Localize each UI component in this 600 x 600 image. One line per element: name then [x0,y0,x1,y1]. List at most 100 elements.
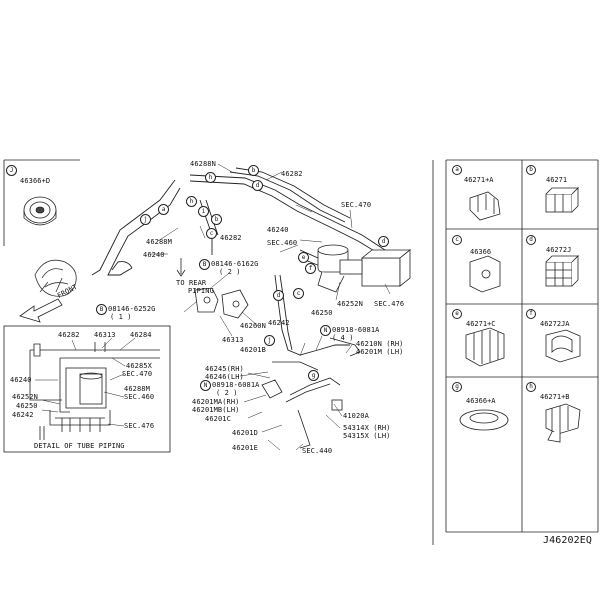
label-46260N: 46260N [240,322,266,330]
label-sec460: SEC.460 [267,239,298,247]
detail-label-sec460: SEC.460 [124,393,155,401]
clip-part-46271-A: 46271+A [464,176,494,184]
brake-caliper-area [261,337,361,449]
detail-label-46282: 46282 [58,331,80,339]
bolt-callout-2: B [96,304,107,315]
clip-circle-f: f [526,309,536,319]
detail-label-46242: 46242 [12,411,34,419]
callout-f-1: f [305,263,316,274]
label-bolt-qty-2: ( 2 ) [219,268,241,276]
label-bolt-08146-6162G: 08146-6162G [211,260,259,268]
left-part-number: 46366+D [20,177,51,185]
label-46210N-rh: 46210N (RH) [356,340,404,348]
callout-d-1: d [252,180,263,191]
clip-drawings [459,187,581,443]
label-46288N: 46288N [190,160,216,168]
clip-circle-c: c [452,235,462,245]
label-nut-qty-4: ( 4 ) [332,334,354,342]
detail-label-46240: 46240 [10,376,32,384]
label-46201D: 46201D [232,429,258,437]
callout-g-1: g [308,370,319,381]
leader-lines [150,163,391,451]
label-46201MB-lh: 46201MB(LH) [192,406,240,414]
label-46201B: 46201B [240,346,266,354]
left-part-frame [3,159,80,246]
callout-e-1: e [298,252,309,263]
clip-grid-lines [445,159,599,533]
label-bolt-qty-1: ( 1 ) [110,313,132,321]
label-sec476: SEC.476 [374,300,405,308]
label-46246-lh: 46246(LH) [205,373,244,381]
detail-label-46285X: 46285X [126,362,152,370]
clip-circle-b: b [526,165,536,175]
label-46201E: 46201E [232,444,258,452]
label-46282-top: 46282 [281,170,303,178]
callout-j-1: j [140,214,151,225]
detail-label-sec470: SEC.470 [122,370,153,378]
callout-j-2: j [264,335,275,346]
detail-box [3,325,171,453]
label-46201C: 46201C [205,415,231,423]
bracket-46260N [194,287,249,319]
label-nut-08918-6081A-2: 08918-6081A [212,381,260,389]
callout-c-1: c [206,228,217,239]
clip-part-46271-C: 46271+C [466,320,496,328]
callout-d-2: d [378,236,389,247]
clip-circle-a: a [452,165,462,175]
clip-circle-e: e [452,309,462,319]
abs-actuator [317,244,412,293]
label-41020A: 41020A [343,412,369,420]
callout-c-2: c [293,288,304,299]
label-bolt-08146-6252G: 08146-6252G [108,305,156,313]
label-46250: 46250 [311,309,333,317]
label-46313: 46313 [222,336,244,344]
clip-part-46366-A: 46366+A [466,397,496,405]
label-nut-qty-2: ( 2 ) [216,389,238,397]
detail-label-sec476: SEC.476 [124,422,155,430]
callout-d-3: d [273,290,284,301]
detail-label-46288M: 46288M [124,385,150,393]
label-46201M-lh: 46201M (LH) [356,348,404,356]
clip-part-46272J: 46272J [546,246,572,254]
clip-circle-g: g [452,382,462,392]
detail-title: DETAIL OF TUBE PIPING [34,442,125,450]
label-nut-08918-6081A-1: 08918-6081A [332,326,380,334]
clip-part-46272JA: 46272JA [540,320,570,328]
callout-h-2: h [186,196,197,207]
detail-label-46313: 46313 [94,331,116,339]
clip-part-46271: 46271 [546,176,568,184]
clip-circle-d: d [526,235,536,245]
label-46245-rh: 46245(RH) [205,365,244,373]
clip-part-46366: 46366 [470,248,492,256]
diagram-code: J46202EQ [543,535,592,546]
callout-i-1: i [198,206,209,217]
front-arrow [19,298,63,323]
callout-b-2: b [211,214,222,225]
wheel-house-sketch [34,259,77,297]
left-part-circle: J [6,165,17,176]
label-46201MA-rh: 46201MA(RH) [192,398,240,406]
callout-h-1: h [205,172,216,183]
rear-label-line1: TO REAR [176,279,207,287]
detail-label-46252N: 46252N [12,393,38,401]
label-sec440: SEC.440 [302,447,333,455]
label-54315X-lh: 54315X (LH) [343,432,391,440]
label-46242: 46242 [268,319,290,327]
rear-label-line2: PIPING [188,287,214,295]
detail-label-46250: 46250 [16,402,38,410]
nut-callout-1: N [320,325,331,336]
clip-part-46271-B: 46271+B [540,393,570,401]
detail-label-46284: 46284 [130,331,152,339]
clip-circle-h: h [526,382,536,392]
callout-a-1: a [158,204,169,215]
label-46252N: 46252N [337,300,363,308]
callout-b-1: b [248,165,259,176]
label-54314X-rh: 54314X (RH) [343,424,391,432]
label-sec470: SEC.470 [341,201,372,209]
label-46240-left: 46240 [143,251,165,259]
label-46240-right: 46240 [267,226,289,234]
nut-callout-2: N [200,380,211,391]
rear-arrow [176,258,186,277]
